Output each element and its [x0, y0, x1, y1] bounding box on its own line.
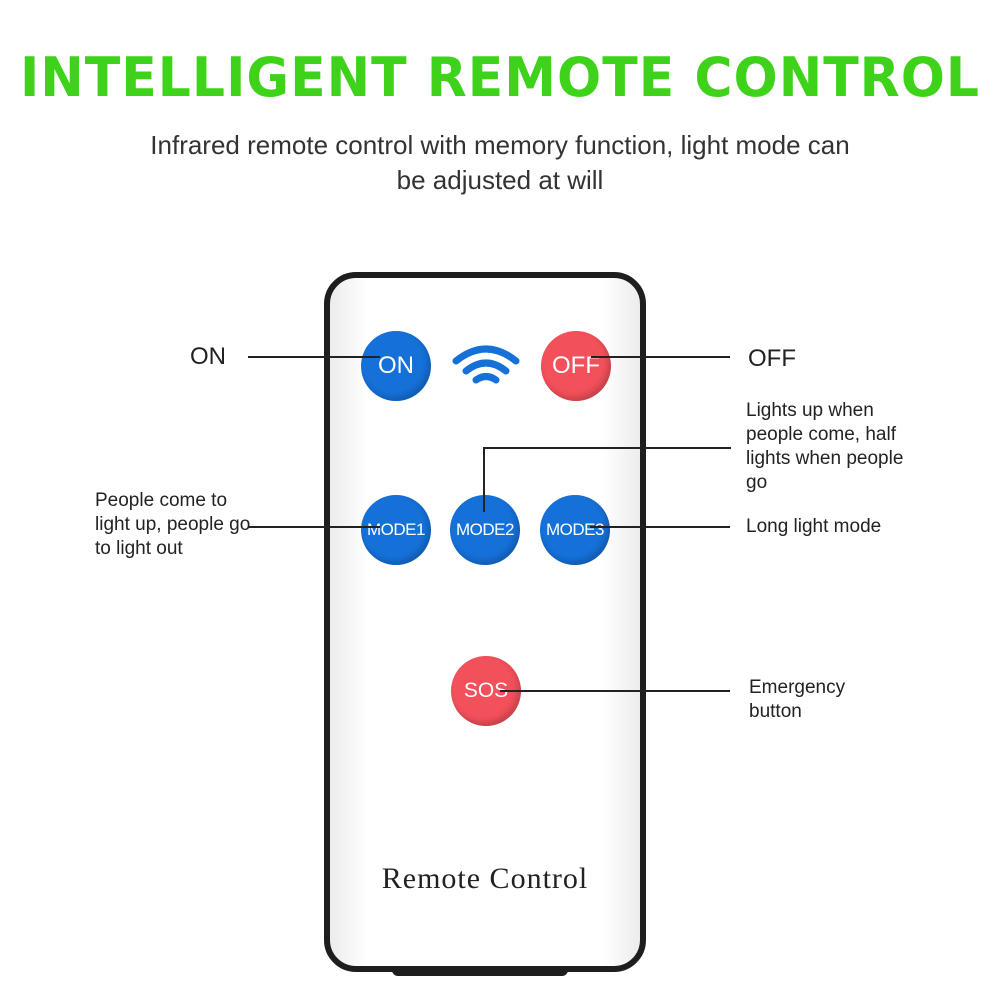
- off-callout-label: OFF: [748, 345, 796, 372]
- mode2-button[interactable]: MODE2: [450, 495, 520, 565]
- mode2-callout-line-horizontal: [483, 447, 731, 449]
- on-button-label: ON: [378, 352, 414, 379]
- remote-label: Remote Control: [381, 862, 589, 895]
- on-button[interactable]: ON: [361, 331, 431, 401]
- off-button[interactable]: OFF: [541, 331, 611, 401]
- sos-callout-label: Emergency button: [749, 677, 846, 722]
- sos-callout-line: [500, 690, 730, 692]
- mode1-button[interactable]: MODE1: [361, 495, 431, 565]
- remote-bottom-edge: [392, 966, 568, 976]
- page-subtitle: Infrared remote control with memory func…: [150, 130, 850, 195]
- mode3-button[interactable]: MODE3: [540, 495, 610, 565]
- mode1-button-label: MODE1: [367, 520, 425, 539]
- mode3-callout-line: [590, 526, 730, 528]
- mode3-callout-label: Long light mode: [746, 516, 882, 537]
- mode2-callout-line-vertical: [483, 447, 485, 512]
- mode1-callout-line: [248, 526, 380, 528]
- page-title: INTELLIGENT REMOTE CONTROL: [19, 46, 981, 110]
- wifi-signal-icon: [452, 345, 520, 384]
- mode1-callout-label: People come to light up, people go to li…: [95, 490, 251, 559]
- on-callout-label: ON: [190, 343, 226, 370]
- mode2-callout-label: Lights up when people come, half lights …: [746, 400, 904, 493]
- off-callout-line: [591, 356, 730, 358]
- sos-button-label: SOS: [463, 679, 509, 702]
- mode2-button-label: MODE2: [456, 520, 514, 539]
- mode3-button-label: MODE3: [546, 520, 604, 539]
- on-callout-line: [248, 356, 380, 358]
